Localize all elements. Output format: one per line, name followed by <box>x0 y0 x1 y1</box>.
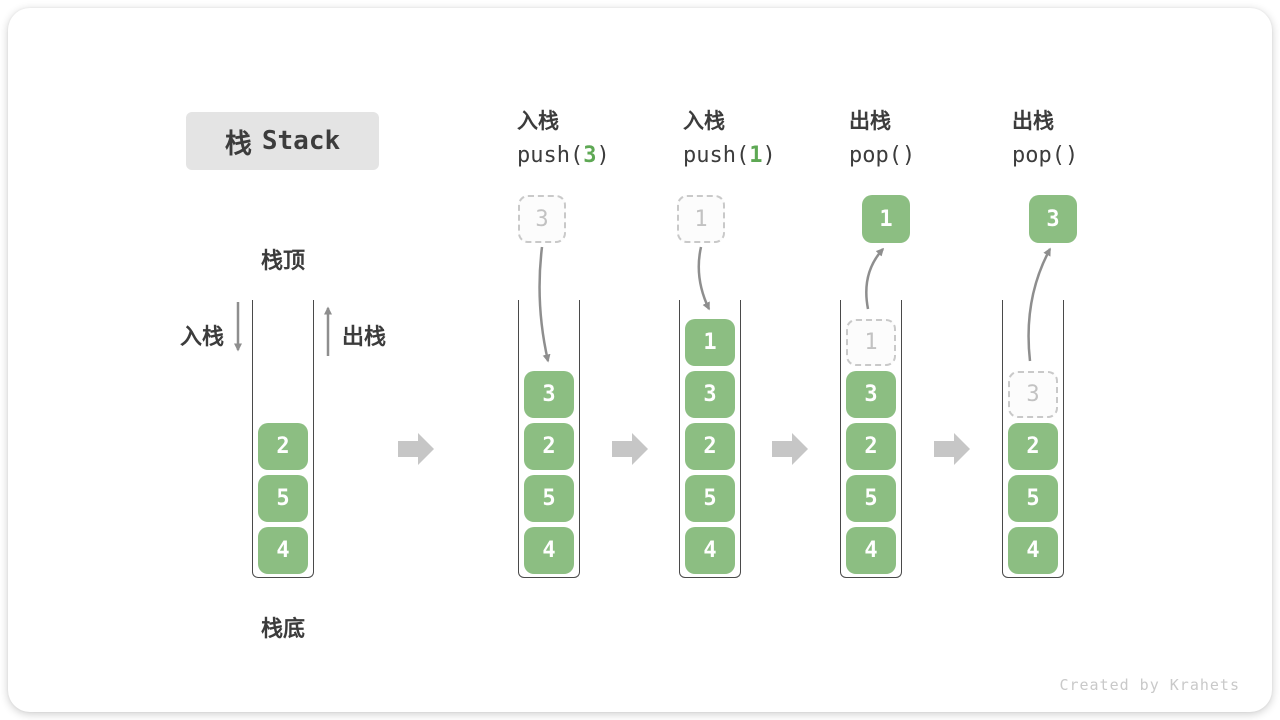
code-arg: 3 <box>583 143 597 168</box>
flow-arrow <box>612 433 648 465</box>
popped-value-box: 1 <box>862 195 910 243</box>
stack-element: 4 <box>258 527 308 574</box>
op-action-label: 入栈 <box>683 109 725 133</box>
stack-element: 2 <box>258 423 308 470</box>
flow-arrow <box>934 433 970 465</box>
stack-element: 4 <box>846 527 896 574</box>
op-header: 出栈 pop() <box>1012 105 1078 168</box>
stack-element: 5 <box>1008 475 1058 522</box>
op-code-label: pop() <box>1012 143 1078 168</box>
op-code-label: push(1) <box>683 143 776 168</box>
code-pre: pop( <box>1012 143 1065 168</box>
code-pre: push( <box>517 143 584 168</box>
title-box: 栈 Stack <box>186 112 379 170</box>
stack-container <box>679 300 741 578</box>
stack-element: 4 <box>1008 527 1058 574</box>
incoming-value-box: 3 <box>518 195 566 243</box>
code-post: ) <box>596 143 610 168</box>
stack-element: 5 <box>846 475 896 522</box>
stack-element: 3 <box>524 371 574 418</box>
title-en: Stack <box>261 126 341 156</box>
popped-ghost-slot: 1 <box>846 319 896 366</box>
stack-element: 4 <box>685 527 735 574</box>
code-post: ) <box>762 143 776 168</box>
op-code-label: push(3) <box>517 143 610 168</box>
stack-top-label: 栈顶 <box>260 249 305 274</box>
popped-ghost-slot: 3 <box>1008 371 1058 418</box>
op-action-label: 出栈 <box>849 109 891 133</box>
code-arg: 1 <box>749 143 763 168</box>
stack-element: 2 <box>685 423 735 470</box>
stack-element: 5 <box>685 475 735 522</box>
stack-element: 5 <box>524 475 574 522</box>
pop-side-label: 出栈 <box>342 325 387 350</box>
op-header: 出栈 pop() <box>849 105 915 168</box>
op-action-label: 出栈 <box>1012 109 1054 133</box>
title-zh: 栈 <box>224 128 252 160</box>
stack-element: 1 <box>685 319 735 366</box>
op-code-label: pop() <box>849 143 915 168</box>
op-header: 入栈 push(3) <box>517 105 610 168</box>
stack-container <box>518 300 580 578</box>
popped-value-box: 3 <box>1029 195 1077 243</box>
stack-container <box>252 300 314 578</box>
push-side-label: 入栈 <box>179 325 224 350</box>
stack-element: 2 <box>1008 423 1058 470</box>
stack-bottom-label: 栈底 <box>260 617 305 642</box>
op-header: 入栈 push(1) <box>683 105 776 168</box>
watermark: Created by Krahets <box>1059 676 1240 694</box>
code-post: ) <box>1064 143 1079 168</box>
stack-element: 2 <box>846 423 896 470</box>
incoming-value-box: 1 <box>677 195 725 243</box>
code-pre: push( <box>683 143 750 168</box>
flow-arrow <box>772 433 808 465</box>
stack-element: 3 <box>685 371 735 418</box>
stack-container <box>840 300 902 578</box>
code-post: ) <box>901 143 916 168</box>
stack-element: 5 <box>258 475 308 522</box>
flow-arrow <box>398 433 434 465</box>
stack-element: 2 <box>524 423 574 470</box>
code-pre: pop( <box>849 143 902 168</box>
stack-element: 3 <box>846 371 896 418</box>
op-action-label: 入栈 <box>517 109 559 133</box>
stack-element: 4 <box>524 527 574 574</box>
stack-container <box>1002 300 1064 578</box>
